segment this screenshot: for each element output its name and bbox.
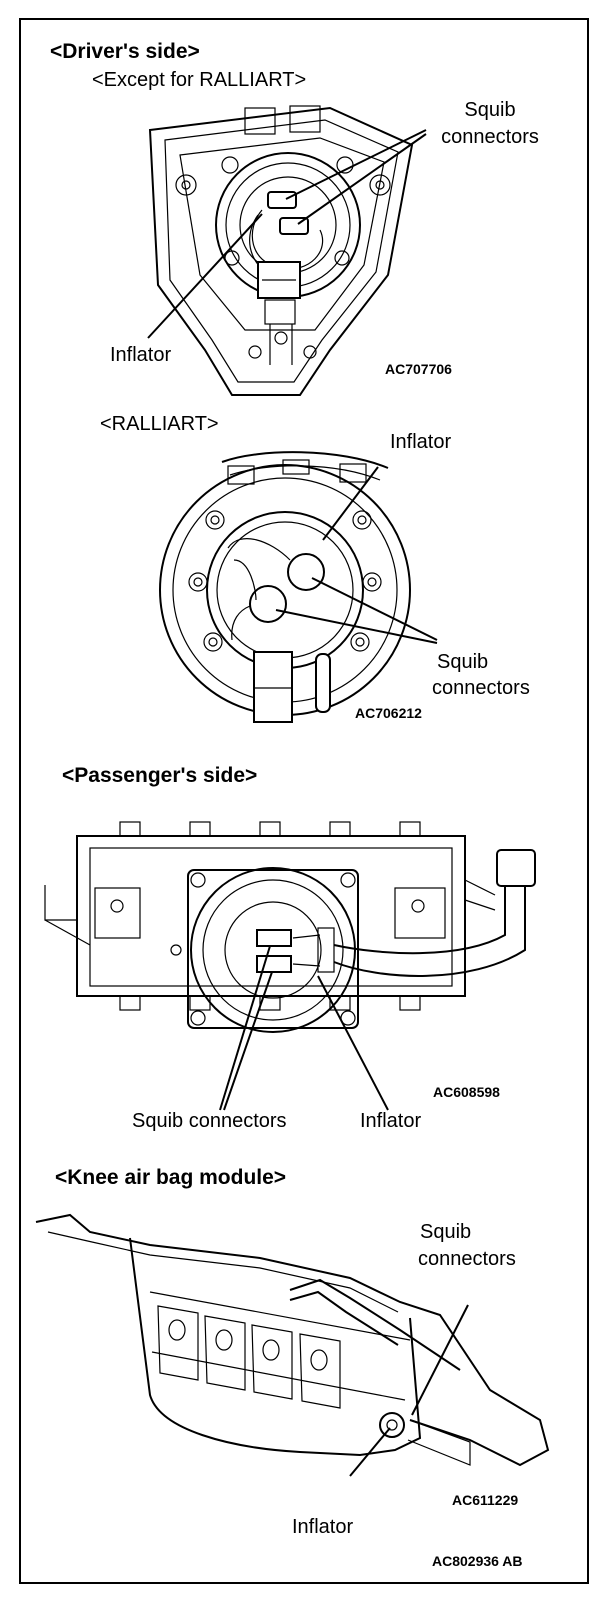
driver-airbag-ralliart-drawing (159, 451, 411, 723)
passenger-airbag-drawing (44, 821, 536, 1033)
figure-code-ac802936-ab: AC802936 AB (432, 1553, 523, 1569)
inflator-label: Inflator (292, 1516, 354, 1538)
squib-connectors-label: Squib connectors (132, 1110, 287, 1132)
squib-label-line1: Squib (437, 651, 489, 673)
figure-frame (19, 18, 589, 1584)
heading-knee-air-bag-module: <Knee air bag module> (55, 1166, 287, 1189)
figure-code-ac608598: AC608598 (433, 1084, 500, 1100)
figure-code-ac706212: AC706212 (355, 705, 422, 721)
subheading-except-ralliart: <Except for RALLIART> (92, 69, 307, 91)
inflator-label: Inflator (360, 1110, 422, 1132)
subheading-ralliart: <RALLIART> (100, 413, 219, 435)
squib-label-line2: connectors (418, 1248, 516, 1270)
squib-label-line2: connectors (441, 126, 539, 148)
driver-airbag-except-ralliart-drawing (148, 105, 414, 396)
knee-airbag-drawing (35, 1213, 550, 1467)
squib-label-line2: connectors (432, 677, 530, 699)
figure-code-ac611229: AC611229 (452, 1492, 519, 1508)
figure-code-ac707706: AC707706 (385, 361, 452, 377)
squib-label-line1: Squib (420, 1221, 472, 1243)
squib-label-line1: Squib (464, 99, 516, 121)
inflator-label: Inflator (110, 344, 172, 366)
heading-passenger-side: <Passenger's side> (62, 764, 258, 787)
heading-driver-side: <Driver's side> (50, 40, 200, 63)
inflator-label: Inflator (390, 431, 452, 453)
